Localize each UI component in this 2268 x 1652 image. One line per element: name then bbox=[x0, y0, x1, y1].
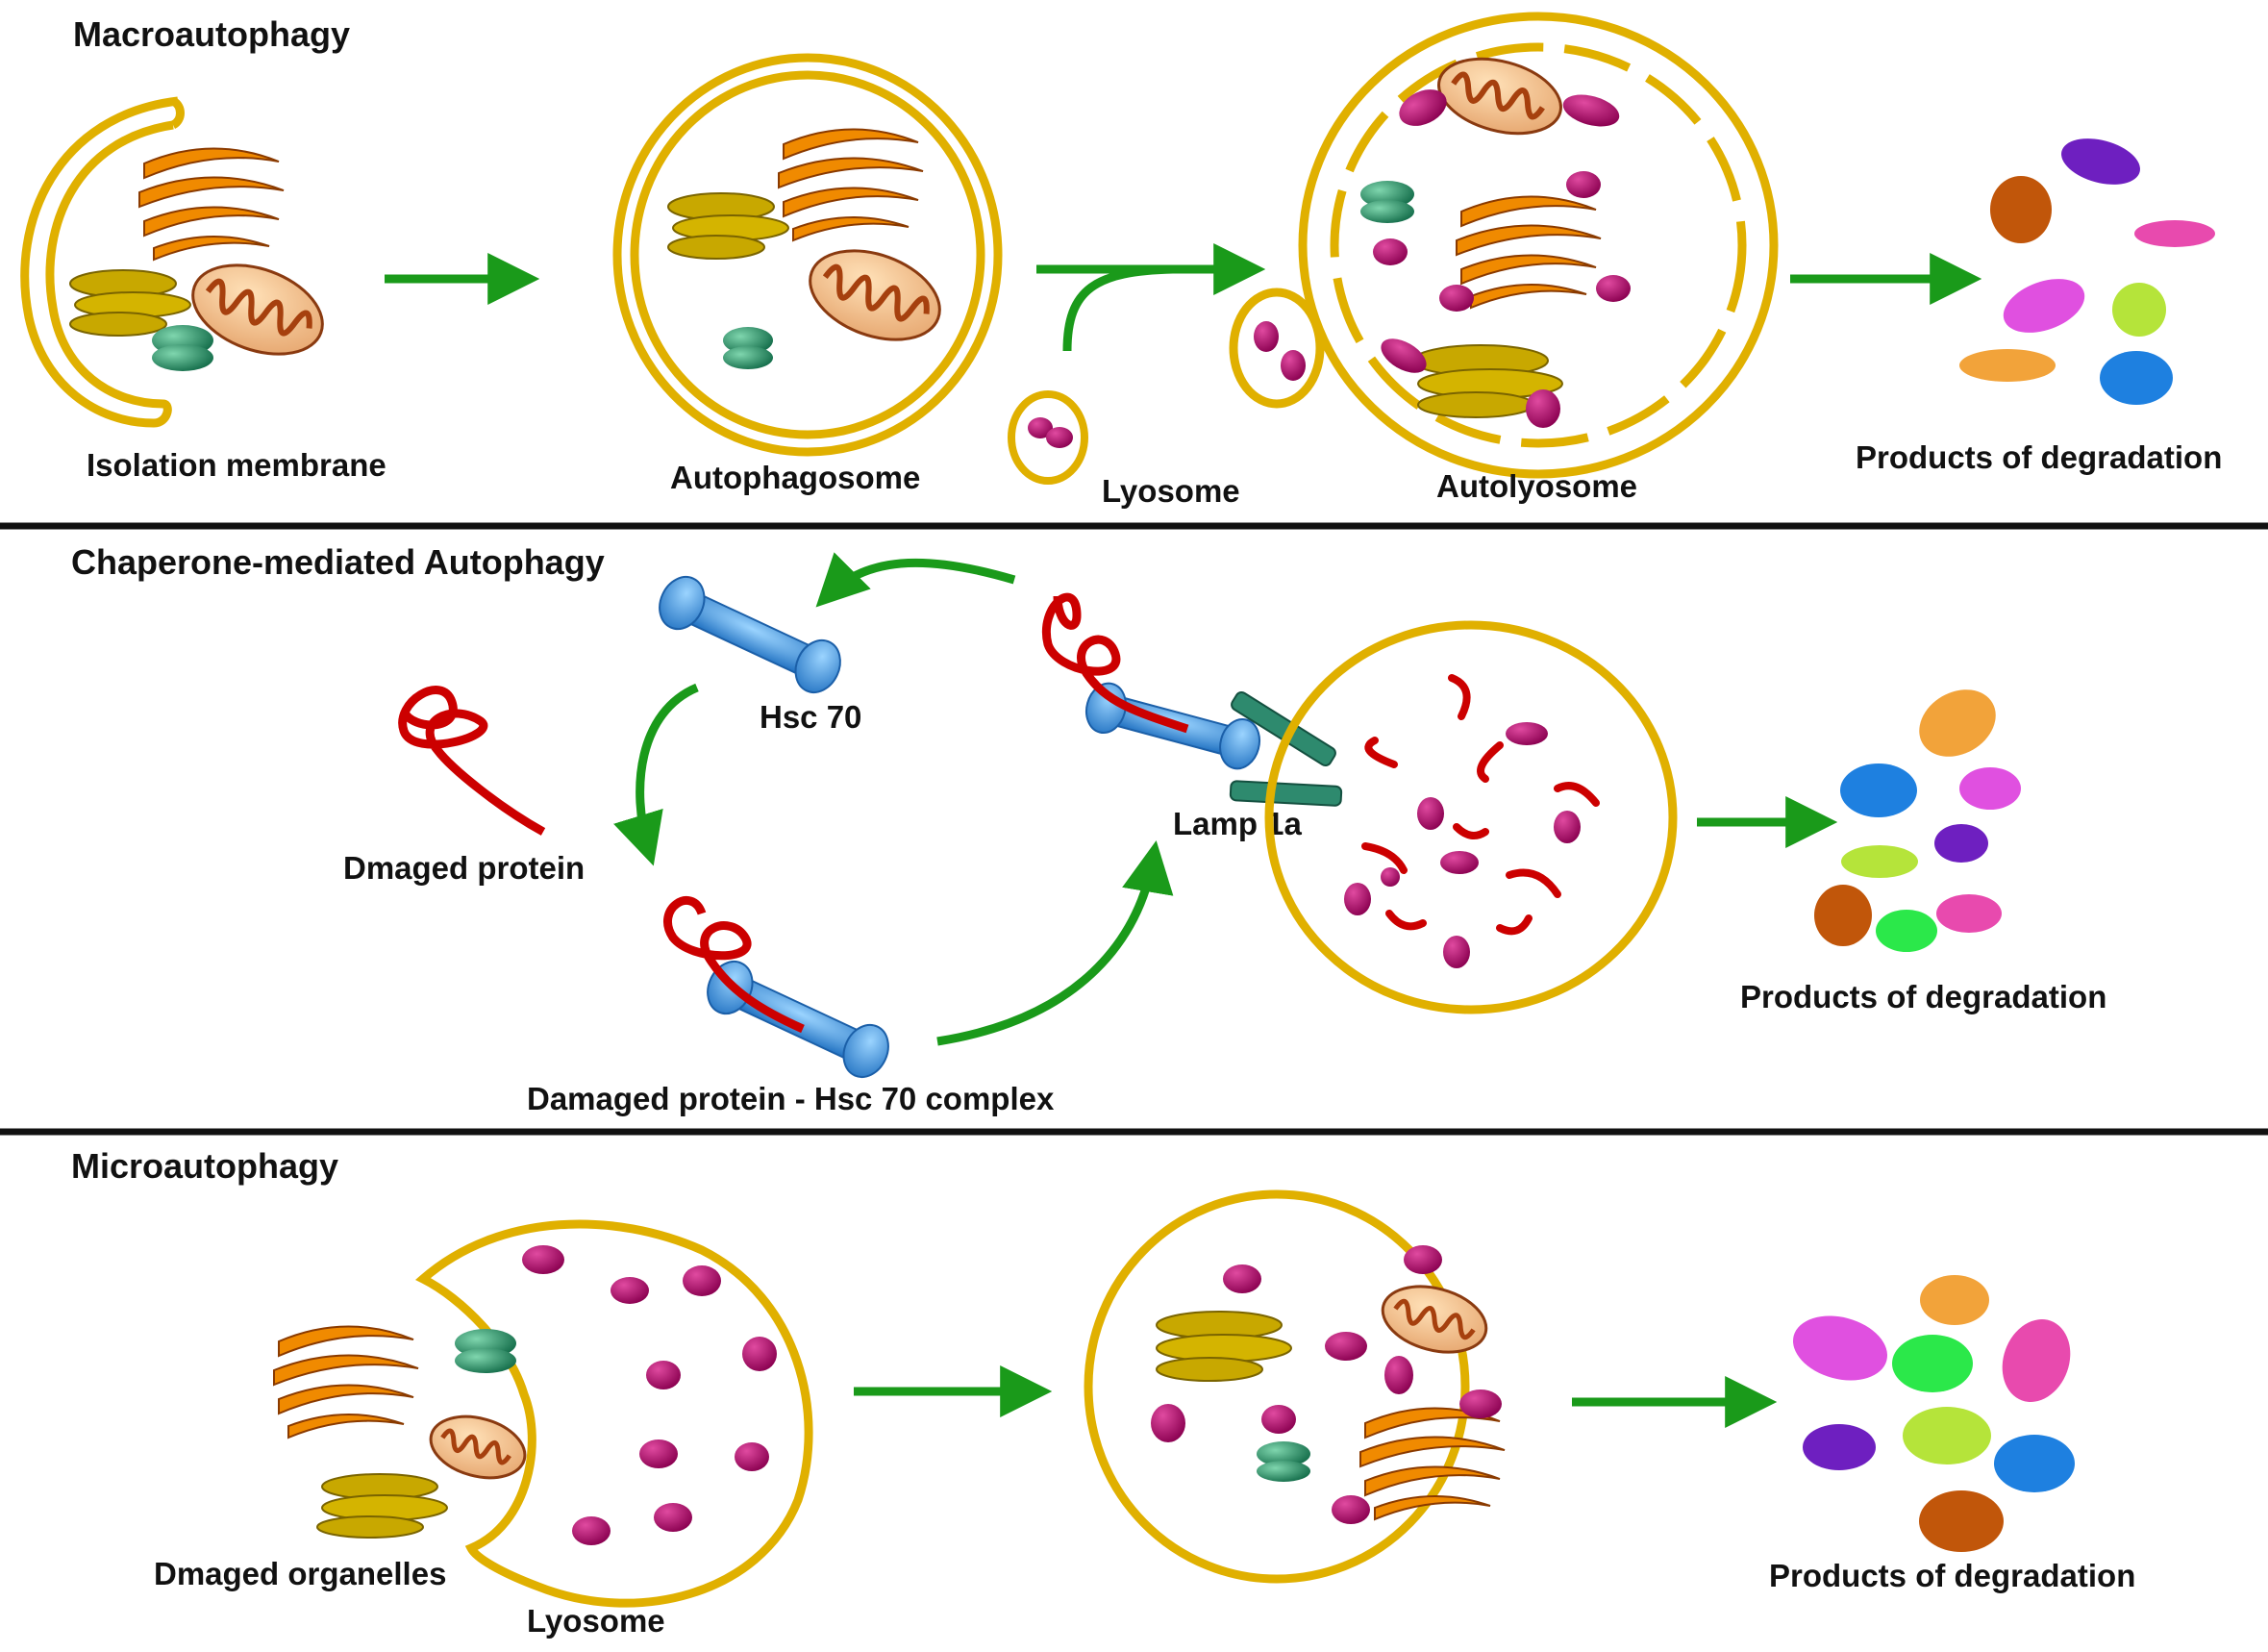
lysosomal-enzymes bbox=[1254, 89, 1631, 428]
mitochondrion-icon bbox=[809, 249, 941, 341]
golgi-icon bbox=[1359, 1407, 1506, 1521]
lamp-icon bbox=[1229, 690, 1343, 807]
arrow-cma-3 bbox=[936, 840, 1174, 1046]
mitochondrion-icon bbox=[191, 263, 324, 356]
damaged-protein-bound bbox=[663, 896, 805, 1034]
degradation-products bbox=[1792, 1275, 2075, 1552]
peroxisome-icon bbox=[1360, 181, 1414, 223]
degradation-products bbox=[1814, 689, 2021, 952]
peroxisome-icon bbox=[1257, 1441, 1310, 1482]
er-icon bbox=[667, 192, 789, 260]
mitochondrion-icon bbox=[1381, 1285, 1488, 1354]
label-damaged-protein: Dmaged protein bbox=[343, 850, 585, 886]
er-icon bbox=[1412, 344, 1563, 418]
peroxisome-icon bbox=[723, 327, 773, 369]
label-products-micro: Products of degradation bbox=[1769, 1558, 2135, 1593]
cma-lysosome bbox=[1264, 620, 1678, 1014]
peroxisome-icon bbox=[152, 325, 213, 371]
arrow-cma-2 bbox=[815, 552, 1016, 608]
er-icon bbox=[1156, 1311, 1292, 1382]
micro-lysosome-filled bbox=[1084, 1189, 1470, 1584]
peroxisome-icon bbox=[455, 1329, 516, 1373]
label-autolysosome: Autolyosome bbox=[1436, 468, 1637, 504]
arrow-cma-1 bbox=[613, 683, 699, 866]
label-micro-lysosome: Lyosome bbox=[527, 1603, 665, 1639]
mitochondrion-icon bbox=[429, 1414, 527, 1480]
hsc70-icon bbox=[659, 576, 841, 693]
lysosomal-enzymes bbox=[1151, 1245, 1502, 1524]
label-lysosome: Lyosome bbox=[1102, 473, 1240, 509]
autolysosome bbox=[1229, 12, 1779, 479]
section-title-macro: Macroautophagy bbox=[73, 14, 350, 54]
label-products-macro: Products of degradation bbox=[1856, 439, 2222, 475]
label-products-cma: Products of degradation bbox=[1740, 979, 2106, 1014]
label-damaged-organelles: Dmaged organelles bbox=[154, 1556, 446, 1591]
er-icon bbox=[69, 269, 191, 337]
er-icon bbox=[316, 1473, 448, 1539]
label-complex: Damaged protein - Hsc 70 complex bbox=[527, 1081, 1055, 1116]
degradation-products bbox=[1959, 138, 2215, 405]
damaged-protein-lamp bbox=[1041, 592, 1189, 734]
isolation-membrane bbox=[20, 96, 185, 428]
label-isolation-membrane: Isolation membrane bbox=[87, 447, 386, 483]
mitochondrion-icon bbox=[1437, 57, 1562, 136]
label-autophagosome: Autophagosome bbox=[670, 460, 920, 495]
golgi-icon bbox=[1456, 195, 1602, 310]
section-title-cma: Chaperone-mediated Autophagy bbox=[71, 542, 605, 582]
golgi-icon bbox=[778, 128, 924, 242]
golgi-icon bbox=[273, 1325, 419, 1439]
hsc70-complex-icon bbox=[707, 961, 889, 1078]
lysosome-small bbox=[1008, 390, 1088, 485]
damaged-protein bbox=[398, 686, 546, 836]
section-title-micro: Microautophagy bbox=[71, 1146, 338, 1186]
arrow-lysosome-merge bbox=[1036, 243, 1266, 352]
golgi-icon bbox=[138, 147, 285, 262]
micro-lysosome bbox=[414, 1219, 813, 1608]
autophagosome bbox=[612, 53, 1003, 457]
label-lamp: Lamp 1a bbox=[1173, 806, 1303, 841]
label-hsc70: Hsc 70 bbox=[760, 699, 861, 735]
